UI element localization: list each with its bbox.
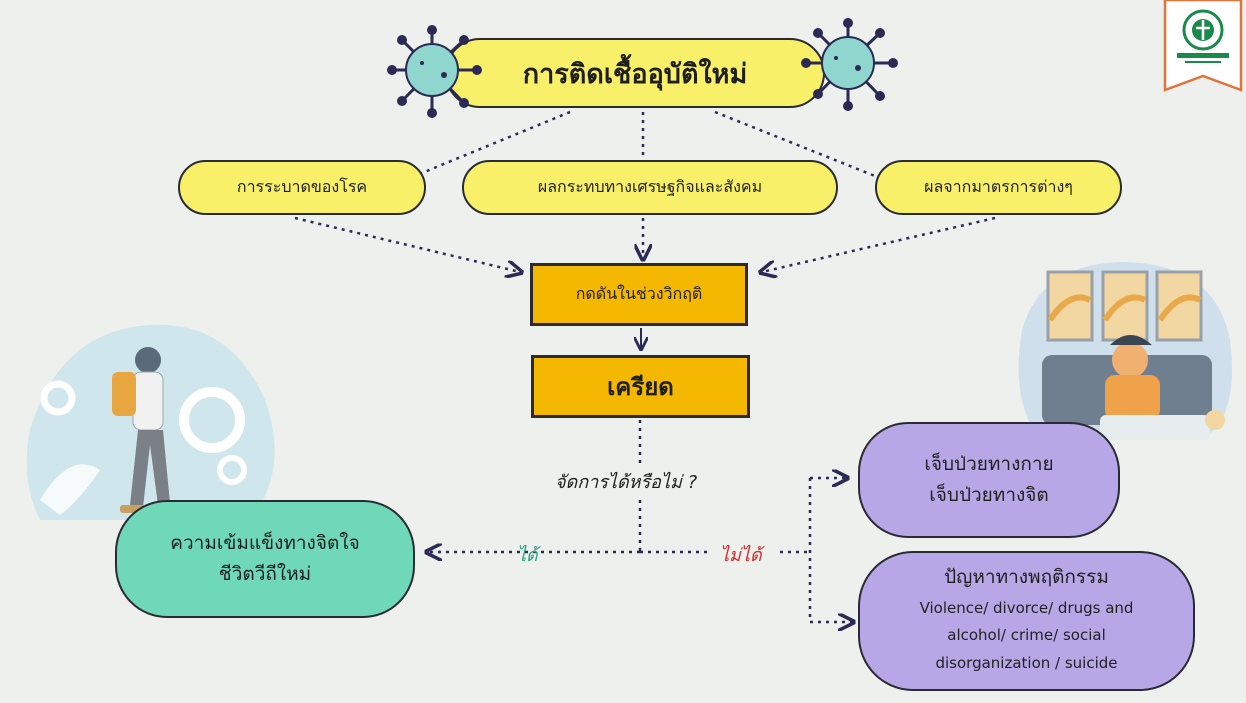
cause-label: ผลกระทบทางเศรษฐกิจและสังคม [537,177,763,196]
behavior-title: ปัญหาทางพฤติกรรม [944,566,1109,589]
title-pill: การติดเชื้ออุบัติใหม่ [445,38,825,108]
question-text: จัดการได้หรือไม่ ? [555,472,698,493]
behavior-detail: disorganization / suicide [935,654,1118,673]
no-label: ไม่ได้ [720,545,762,566]
crisis-pressure-box: กดดันในช่วงวิกฤติ [530,263,748,326]
virus-icon [387,25,482,118]
outcome-line: เจ็บป่วยทางกาย [924,452,1054,475]
behavior-detail: alcohol/ crime/ social [947,626,1106,645]
behavior-detail: Violence/ divorce/ drugs and [919,598,1134,617]
illness-outcome: เจ็บป่วยทางกาย เจ็บป่วยทางจิต [858,422,1120,538]
department-logo-icon [1163,0,1243,92]
cause-label: การระบาดของโรค [236,177,368,196]
outcome-line: เจ็บป่วยทางจิต [929,484,1049,506]
cause-measures: ผลจากมาตรการต่างๆ [875,160,1122,215]
outcome-line: ความเข้มแข็งทางจิตใจ [170,531,360,554]
diagram-title: การติดเชื้ออุบัติใหม่ [522,58,748,90]
hiker-illustration [26,324,275,520]
dotted-connectors [294,110,996,622]
stress-box: เครียด [531,355,750,418]
outcome-line: ชีวิตวีถีใหม่ [218,563,312,585]
yes-label: ได้ [517,545,538,566]
stress-label: เครียด [607,373,674,401]
virus-icon [801,18,898,111]
crisis-pressure-label: กดดันในช่วงวิกฤติ [575,284,703,303]
positive-outcome: ความเข้มแข็งทางจิตใจ ชีวิตวีถีใหม่ [115,500,415,618]
cause-economic-social: ผลกระทบทางเศรษฐกิจและสังคม [462,160,838,215]
behavior-outcome: ปัญหาทางพฤติกรรม Violence/ divorce/ drug… [858,551,1195,691]
cause-label: ผลจากมาตรการต่างๆ [924,177,1073,196]
sick-person-illustration [1018,262,1232,440]
cause-outbreak: การระบาดของโรค [178,160,426,215]
